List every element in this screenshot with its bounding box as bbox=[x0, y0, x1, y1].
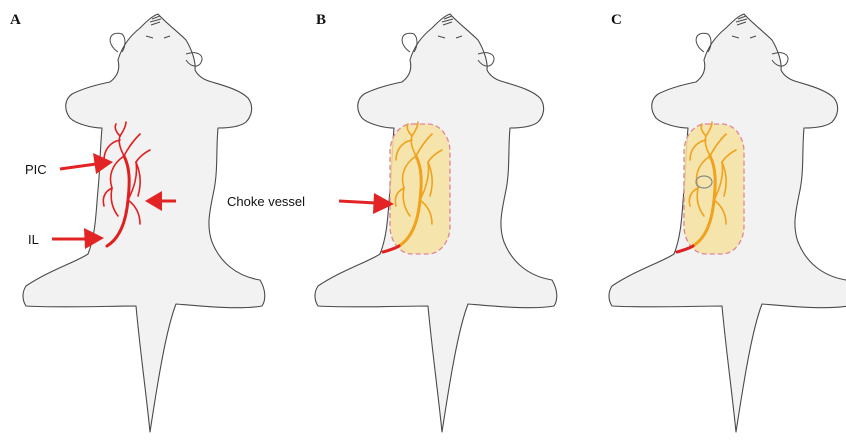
panel-letter-b: B bbox=[316, 12, 326, 28]
panel-letter-c: C bbox=[611, 12, 622, 28]
choke-vessel-label: Choke vessel bbox=[227, 194, 305, 209]
panel-a: A PIC Choke vessel IL bbox=[10, 12, 305, 432]
pic-label: PIC bbox=[25, 162, 47, 177]
panel-c: C bbox=[609, 12, 846, 432]
panel-b: B bbox=[315, 12, 557, 432]
il-label: IL bbox=[28, 232, 39, 247]
panel-letter-a: A bbox=[10, 12, 21, 28]
rat-body-a bbox=[23, 14, 265, 432]
flap-arrow-b bbox=[339, 193, 394, 214]
